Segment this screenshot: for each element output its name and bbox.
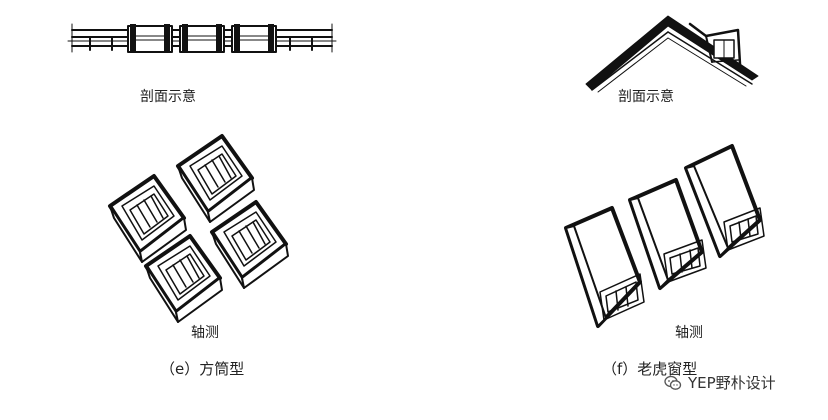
box-skylight-b xyxy=(108,174,187,263)
right-section-label: 剖面示意 xyxy=(618,89,674,105)
section-skylight-1 xyxy=(127,24,173,53)
right-caption: （f）老虎窗型 xyxy=(602,360,698,378)
left-axon-drawing xyxy=(108,134,289,323)
box-skylight-c xyxy=(210,200,289,289)
left-section-label: 剖面示意 xyxy=(140,89,196,105)
wechat-icon xyxy=(664,375,682,390)
left-caption: （e）方筒型 xyxy=(160,360,245,378)
right-axon-drawing xyxy=(564,144,765,328)
left-section-drawing xyxy=(67,23,337,53)
box-skylight-a xyxy=(176,134,255,223)
dormer-3 xyxy=(684,144,765,258)
box-skylight-d xyxy=(144,234,223,323)
watermark: YEP野朴设计 xyxy=(664,372,776,393)
dormer-2 xyxy=(628,178,707,290)
dormer-1 xyxy=(564,206,645,328)
right-section-drawing xyxy=(585,15,759,93)
section-skylight-2 xyxy=(179,24,225,53)
section-skylight-3 xyxy=(231,24,277,53)
right-axon-label: 轴测 xyxy=(675,325,703,341)
watermark-text: YEP野朴设计 xyxy=(688,374,776,392)
section-dormer xyxy=(688,22,742,66)
left-axon-label: 轴测 xyxy=(191,325,219,341)
